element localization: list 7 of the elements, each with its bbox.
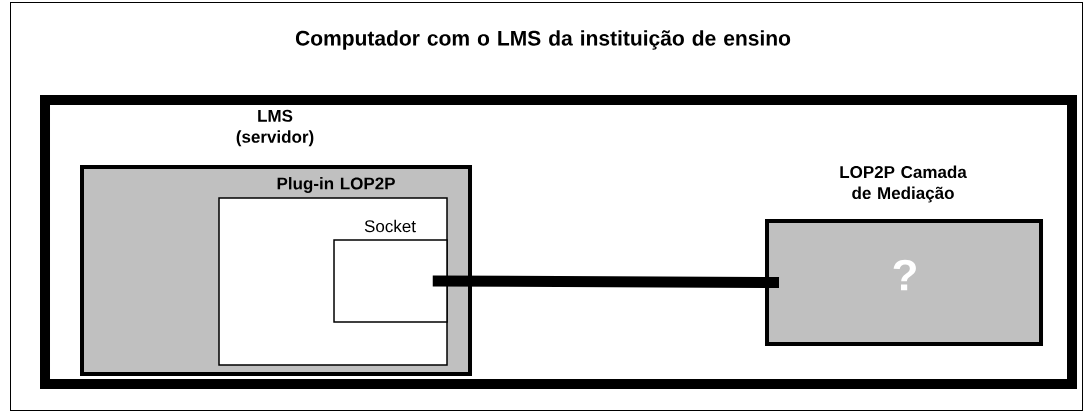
box-heading: Plug-in LOP2P bbox=[277, 177, 395, 193]
question-mark: ? bbox=[893, 259, 916, 291]
connector-line bbox=[432, 275, 780, 288]
box-heading: LOP2P Camada de Mediação bbox=[840, 165, 967, 203]
title: Computador com o LMS da instituição de ensino bbox=[295, 30, 791, 50]
box-heading: Socket bbox=[364, 219, 416, 233]
box-heading: LMS (servidor) bbox=[236, 109, 314, 147]
